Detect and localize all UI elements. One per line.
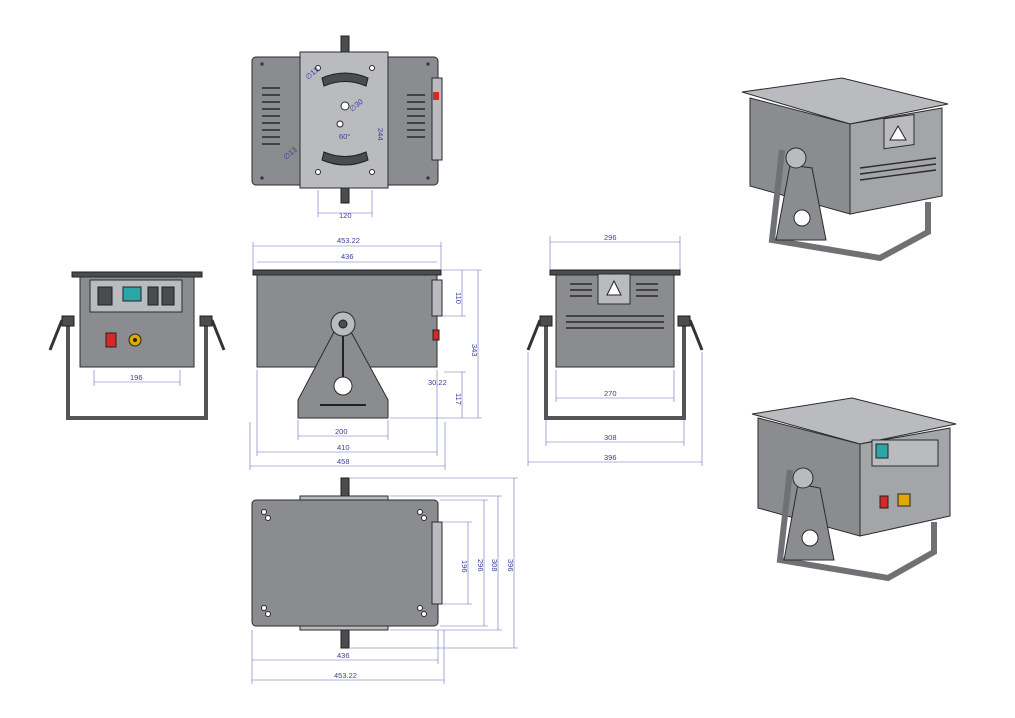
- side-dim-inner-top: 436: [341, 252, 354, 261]
- bottom-dim-inner-width: 436: [337, 651, 350, 660]
- front-bracket: [544, 320, 686, 420]
- iso1-warning-triangle: [889, 124, 907, 141]
- side-dim-total-height: 343: [470, 344, 479, 357]
- iso2-key-switch: [897, 493, 911, 507]
- bottom-housing: [251, 499, 439, 627]
- iso2-display: [875, 443, 889, 459]
- bottom-dim-h2: 296: [476, 559, 485, 572]
- top-side-connector: [433, 92, 439, 100]
- bottom-view: 196 296 308 396 436 453.22: [251, 477, 518, 684]
- front-vents: [566, 283, 664, 329]
- side-dim-overall-top: 453.22: [337, 236, 360, 245]
- iso1-vents: [859, 157, 937, 181]
- top-view: 120 244 ∅13 ∅13 ∅30 60°: [251, 35, 443, 220]
- top-vents-left: [262, 87, 280, 145]
- top-slot-lower: [321, 151, 369, 166]
- rear-top-lid: [71, 271, 203, 278]
- iso-view-front: △: [741, 77, 949, 262]
- iso2-bracket: [776, 469, 937, 582]
- iso1-knob: [785, 147, 807, 169]
- top-dim-width: 120: [339, 211, 352, 220]
- front-dim-overall-width: 396: [604, 453, 617, 462]
- side-bracket-hole: [333, 376, 353, 396]
- iso2-power-switch: [879, 495, 889, 509]
- top-vents-right: [407, 94, 425, 138]
- iso-view-rear: [751, 397, 957, 582]
- side-dim-bracket-height: 117: [454, 393, 463, 405]
- top-slot-upper: [321, 72, 369, 87]
- rear-dim-width: 196: [130, 373, 143, 382]
- bottom-dim-h3: 308: [490, 559, 499, 572]
- iso2-knob: [792, 467, 814, 489]
- top-side-panel: [431, 77, 443, 161]
- mount-post-top: [340, 35, 350, 55]
- side-view: 453.22 436 200 410 458 110 343 117 30.22: [249, 236, 482, 470]
- side-dim-upper-height: 110: [454, 292, 463, 304]
- rear-view: 196: [48, 271, 226, 420]
- bottom-dim-h4: 396: [506, 559, 515, 572]
- top-pivot-hole: [336, 120, 344, 128]
- iso1-top: [741, 77, 949, 125]
- front-view: 296 270 308 396: [526, 233, 704, 466]
- front-warning-triangle: [606, 279, 622, 296]
- side-dim-bracket-offset: 30.22: [428, 378, 447, 387]
- side-top-lid: [252, 269, 442, 276]
- side-dim-bracket-width: 200: [335, 427, 348, 436]
- side-dim-mid-width: 410: [337, 443, 350, 452]
- iso2-top: [751, 397, 957, 445]
- side-dim-overall-bottom: 458: [337, 457, 350, 466]
- iso1-front: [849, 107, 943, 215]
- top-dim-height: 244: [376, 128, 385, 141]
- rear-power-switch: [105, 332, 117, 348]
- rear-bracket: [66, 320, 208, 420]
- front-dim-top-width: 296: [604, 233, 617, 242]
- front-dim-mid-width: 308: [604, 433, 617, 442]
- front-dim-inner-width: 270: [604, 389, 617, 398]
- top-center-hole: [340, 101, 350, 111]
- top-dim-angle: 60°: [339, 132, 350, 141]
- bottom-dim-h1: 196: [460, 560, 469, 573]
- bottom-dim-overall-width: 453.22: [334, 671, 357, 680]
- rear-display: [122, 286, 142, 302]
- iso1-bracket: [768, 149, 931, 262]
